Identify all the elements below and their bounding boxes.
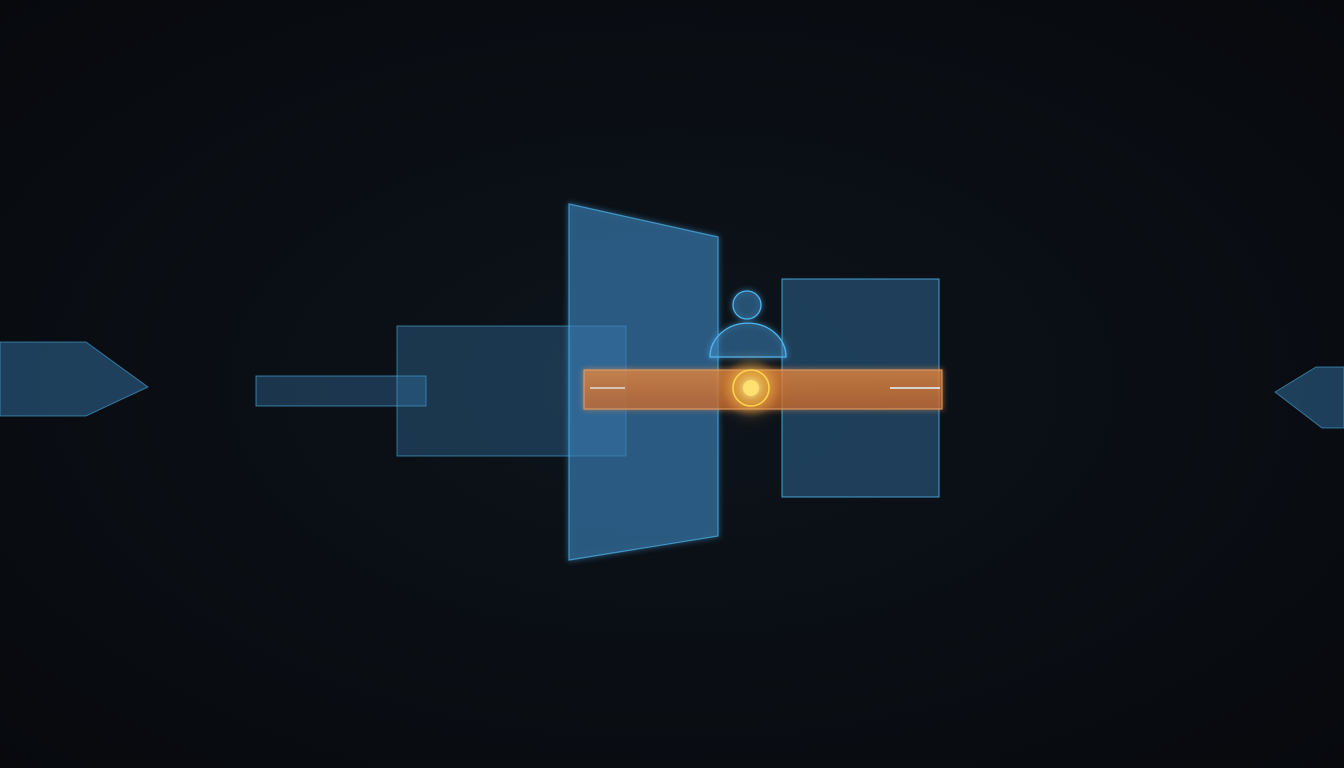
right-arrow-shape [1274,366,1344,429]
core-node [721,358,781,418]
small-bar [255,375,427,407]
left-arrow-shape [0,341,149,417]
person-icon [709,290,787,358]
